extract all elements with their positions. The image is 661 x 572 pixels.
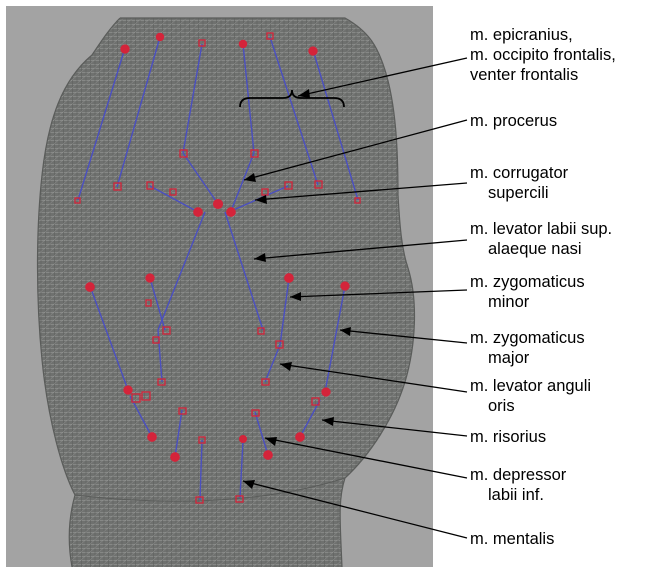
label-depressor: m. depressor labii inf. bbox=[470, 466, 571, 504]
label-zygomaticus-minor: m. zygomaticus minor bbox=[470, 273, 589, 311]
marker bbox=[239, 40, 246, 47]
marker bbox=[309, 47, 317, 55]
marker bbox=[296, 433, 304, 441]
marker bbox=[86, 283, 94, 291]
label-levator-anguli: m. levator anguli oris bbox=[470, 377, 596, 415]
label-procerus: m. procerus bbox=[470, 112, 557, 130]
marker bbox=[227, 208, 235, 216]
label-zygomaticus-major: m. zygomaticus major bbox=[470, 329, 589, 367]
marker bbox=[148, 433, 156, 441]
label-epicranius: m. epicranius, m. occipito frontalis, ve… bbox=[470, 26, 620, 84]
marker bbox=[124, 386, 132, 394]
marker bbox=[264, 451, 272, 459]
marker bbox=[194, 208, 202, 216]
marker bbox=[121, 45, 129, 53]
label-mentalis: m. mentalis bbox=[470, 530, 554, 548]
marker bbox=[240, 436, 247, 443]
label-levator-labii: m. levator labii sup. alaeque nasi bbox=[470, 220, 617, 258]
marker bbox=[171, 453, 179, 461]
marker bbox=[214, 200, 223, 209]
marker bbox=[341, 282, 349, 290]
label-corrugator: m. corrugator supercili bbox=[470, 164, 573, 202]
marker bbox=[156, 33, 163, 40]
labels: m. epicranius, m. occipito frontalis, ve… bbox=[470, 26, 620, 548]
marker bbox=[285, 274, 293, 282]
marker bbox=[322, 388, 330, 396]
marker bbox=[146, 274, 154, 282]
label-risorius: m. risorius bbox=[470, 428, 546, 446]
